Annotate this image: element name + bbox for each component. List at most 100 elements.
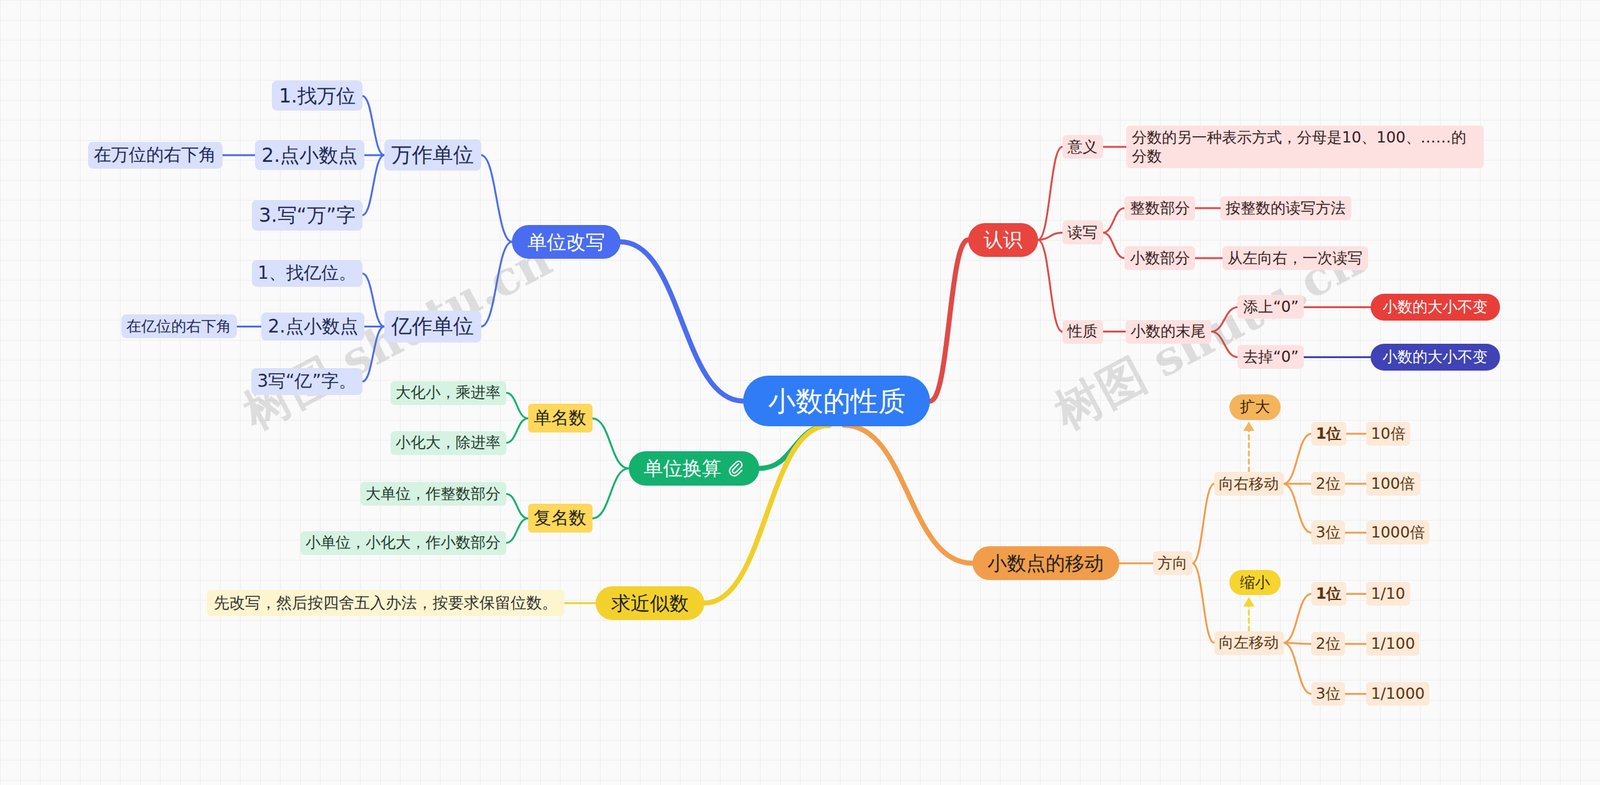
branch-line — [1192, 563, 1215, 643]
topic-text: 向右移动 — [1218, 474, 1279, 494]
branch-line — [592, 468, 629, 519]
topic-text: 1位 — [1315, 424, 1342, 444]
subtopic-box: 单名数 — [528, 403, 593, 433]
branch-line — [1103, 146, 1127, 149]
topic-text: 10倍 — [1370, 424, 1405, 444]
subtopic-box: 1000倍 — [1366, 520, 1430, 545]
connector-group — [1283, 593, 1312, 643]
subtopic-box: 亿作单位 — [384, 310, 482, 343]
branch-line — [506, 493, 529, 519]
connector-group — [1103, 146, 1127, 148]
subtopic-box: 向左移动 — [1214, 631, 1284, 655]
central-topic: 小数的性质 — [743, 375, 930, 427]
topic-text: 小化大，除进率 — [395, 433, 501, 453]
branch-line — [1345, 531, 1367, 534]
topic-text: 1000倍 — [1370, 523, 1425, 543]
branch-line — [506, 393, 529, 419]
subtopic-box: 方向 — [1153, 551, 1193, 575]
topic-text: 3写“亿”字。 — [256, 370, 356, 393]
topic-text: 1/10 — [1370, 584, 1405, 604]
connector-group — [362, 155, 385, 215]
subtopic-box: 1/10 — [1366, 581, 1410, 606]
subtopic-box: 读写 — [1062, 220, 1104, 245]
topic-text: 读写 — [1067, 223, 1098, 243]
branch-line — [1103, 232, 1125, 259]
subtopic-box: 意义 — [1062, 135, 1104, 159]
branch-line — [564, 601, 596, 604]
branch-line — [1345, 643, 1367, 645]
subtopic-box: 100倍 — [1366, 471, 1420, 496]
connector-group — [1103, 208, 1125, 233]
topic-text: 向左移动 — [1218, 633, 1279, 653]
branch-line — [1345, 693, 1367, 695]
topic-text: 3位 — [1315, 684, 1341, 704]
subtopic-box: 大化小，乘进率 — [390, 381, 507, 405]
subtopic-box: 小单位，小化大，作小数部分 — [300, 531, 507, 555]
topic-text: 小单位，小化大，作小数部分 — [305, 533, 501, 553]
subtopic-box: 向右移动 — [1214, 471, 1284, 496]
subtopic-box: 1位 — [1311, 581, 1347, 606]
connector-group — [506, 393, 529, 419]
topic-text: 小数的末尾 — [1130, 321, 1206, 342]
topic-text: 单位改写 — [527, 230, 605, 255]
topic-text: 在万位的右下角 — [93, 144, 217, 167]
connector-group — [1346, 433, 1367, 434]
subtopic-box: 2.点小数点 — [261, 312, 365, 342]
topic-text: 缩小 — [1240, 573, 1270, 593]
connector-group — [1038, 146, 1063, 240]
connector-group — [236, 326, 262, 327]
subtopic-box: 去掉“0” — [1237, 345, 1304, 369]
branch-line — [1038, 146, 1063, 240]
topic-text: 方向 — [1157, 553, 1188, 574]
connector-group — [1192, 563, 1215, 643]
topic-text: 去掉“0” — [1243, 347, 1299, 367]
connector-group — [1103, 331, 1126, 332]
topic-text: 先改写，然后按四舍五入办法，按要求保留位数。 — [213, 593, 559, 614]
topic-text: 性质 — [1067, 321, 1098, 342]
subtopic-box: 分数的另一种表示方式，分母是10、100、……的分数 — [1126, 125, 1484, 169]
subtopic-box: 整数部分 — [1124, 196, 1195, 220]
subtopic-box: 1、找亿位。 — [251, 260, 363, 287]
branch-line — [362, 95, 385, 155]
branch-topic: 求近似数 — [595, 586, 705, 620]
connector-group — [1345, 643, 1367, 645]
branch-line — [1192, 483, 1215, 564]
topic-text: 小数的大小不变 — [1382, 347, 1488, 367]
connector-group — [1038, 232, 1063, 240]
subtopic-box: 万作单位 — [384, 139, 482, 172]
topic-text: 2.点小数点 — [261, 143, 358, 168]
topic-text: 大单位，作整数部分 — [365, 484, 501, 504]
note-box: 先改写，然后按四舍五入办法，按要求保留位数。 — [206, 590, 564, 617]
connector-group — [1038, 240, 1063, 332]
subtopic-box: 1/1000 — [1366, 681, 1430, 706]
subtopic-box: 从左向右，一次读写 — [1222, 246, 1369, 270]
subtopic-box: 性质 — [1062, 320, 1104, 344]
main-branch-line — [844, 425, 973, 564]
topic-text: 大化小，乘进率 — [395, 383, 501, 403]
branch-line — [1103, 330, 1126, 333]
subtopic-box: 1.找万位 — [271, 80, 362, 111]
branch-line — [506, 418, 529, 443]
topic-text: 100倍 — [1370, 474, 1415, 494]
subtopic-box: 3位 — [1311, 681, 1345, 706]
connector-group — [1283, 483, 1312, 533]
attachment-icon — [727, 460, 744, 477]
connector-group — [930, 240, 969, 402]
topic-text: 按整数的读写方法 — [1225, 198, 1346, 219]
subtopic-box: 在万位的右下角 — [88, 141, 223, 169]
topic-text: 万作单位 — [391, 142, 474, 169]
topic-text: 意义 — [1067, 137, 1098, 157]
connector-group — [222, 155, 255, 156]
branch-line — [1103, 208, 1125, 233]
branch-line — [1346, 432, 1367, 435]
connector-group — [362, 95, 385, 155]
topic-text: 1.找万位 — [278, 83, 356, 109]
main-branch-line — [930, 240, 969, 402]
branch-line — [1346, 593, 1367, 595]
topic-text: 在亿位的右下角 — [126, 316, 232, 337]
subtopic-box: 3位 — [1311, 520, 1345, 545]
topic-text: 1位 — [1315, 584, 1342, 604]
subtopic-box: 3.写“万”字 — [251, 200, 362, 230]
connector-group — [1103, 232, 1125, 259]
topic-text: 亿作单位 — [391, 313, 474, 340]
